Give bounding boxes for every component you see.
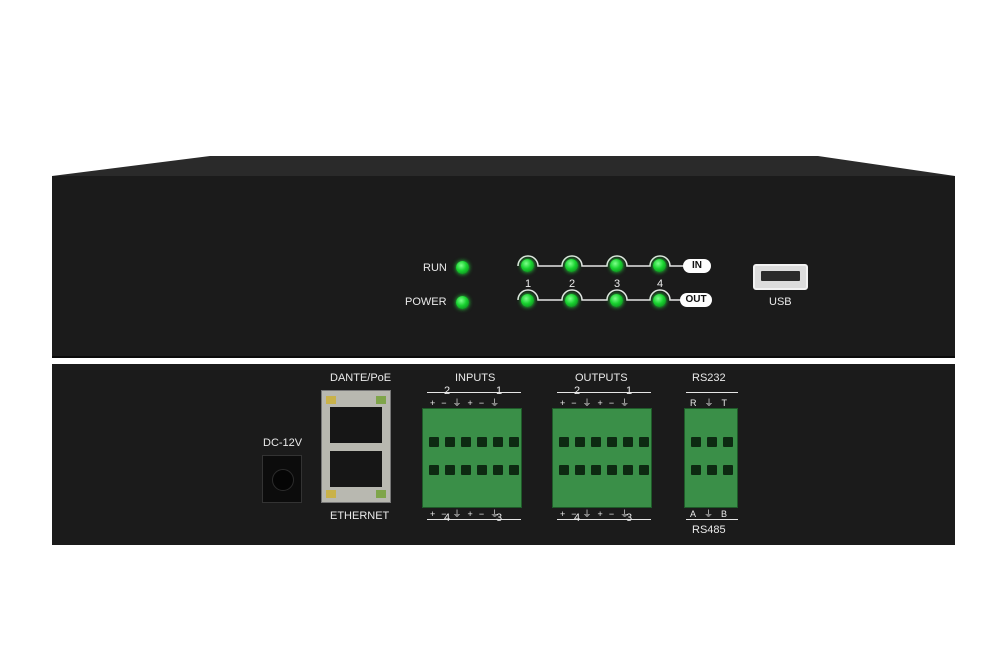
- run-label: RUN: [423, 262, 447, 274]
- rs232-bracket: [686, 392, 738, 393]
- outputs-top-bracket: [557, 392, 651, 393]
- inputs-bottom-signs: +−⏚+−⏚: [430, 509, 506, 519]
- inputs-label: INPUTS: [455, 372, 496, 384]
- in-badge: IN: [683, 259, 711, 273]
- dante-label: DANTE/PoE: [330, 372, 392, 384]
- usb-label: USB: [769, 296, 792, 308]
- dc-power-jack[interactable]: [262, 455, 302, 503]
- front-chassis-shape: [52, 156, 955, 358]
- input-led-1: [521, 259, 534, 272]
- inputs-bottom-bracket: [427, 519, 521, 520]
- outputs-bottom-channel-3: 3: [626, 512, 633, 524]
- dante-rj45-port[interactable]: [330, 407, 382, 443]
- outputs-label: OUTPUTS: [575, 372, 628, 384]
- outputs-bottom-bracket: [557, 519, 651, 520]
- channel-number-2: 2: [569, 278, 576, 290]
- out-badge: OUT: [680, 293, 712, 307]
- usb-port[interactable]: [753, 264, 808, 290]
- inputs-terminal-block[interactable]: [422, 408, 522, 508]
- channel-number-3: 3: [614, 278, 621, 290]
- power-led: [456, 296, 469, 309]
- output-led-3: [610, 294, 623, 307]
- rs485-label: RS485: [692, 524, 726, 536]
- run-led: [456, 261, 469, 274]
- input-led-3: [610, 259, 623, 272]
- ethernet-rj45-port[interactable]: [330, 451, 382, 487]
- outputs-terminal-block[interactable]: [552, 408, 652, 508]
- outputs-bottom-channel-4: 4: [574, 512, 581, 524]
- inputs-bottom-channel-4: 4: [444, 512, 451, 524]
- jack-led-icon: [376, 490, 386, 498]
- output-led-1: [521, 294, 534, 307]
- jack-led-icon: [326, 490, 336, 498]
- rs232-pins: R⏚T: [690, 398, 736, 408]
- jack-led-icon: [326, 396, 336, 404]
- inputs-top-signs: +−⏚+−⏚: [430, 398, 506, 408]
- inputs-bottom-channel-3: 3: [496, 512, 503, 524]
- outputs-bottom-signs: +−⏚+−⏚: [560, 509, 636, 519]
- dante-ethernet-jack-housing: [321, 390, 391, 503]
- rs485-bracket: [686, 519, 738, 520]
- outputs-top-signs: +−⏚+−⏚: [560, 398, 636, 408]
- rs232-label: RS232: [692, 372, 726, 384]
- outputs-top-channel-1: 1: [626, 385, 633, 397]
- outputs-top-channel-2: 2: [574, 385, 581, 397]
- ethernet-label: ETHERNET: [330, 510, 390, 522]
- serial-terminal-block[interactable]: [684, 408, 738, 508]
- input-led-2: [565, 259, 578, 272]
- inputs-top-bracket: [427, 392, 521, 393]
- channel-number-1: 1: [525, 278, 532, 290]
- inputs-top-channel-1: 1: [496, 385, 503, 397]
- output-led-2: [565, 294, 578, 307]
- front-panel: RUN POWER IN 1 2 3 4 OUT USB: [52, 156, 955, 358]
- power-label: POWER: [405, 296, 447, 308]
- jack-led-icon: [376, 396, 386, 404]
- inputs-top-channel-2: 2: [444, 385, 451, 397]
- rs485-pins: A⏚B: [690, 509, 736, 519]
- input-led-4: [653, 259, 666, 272]
- output-led-4: [653, 294, 666, 307]
- channel-number-4: 4: [657, 278, 664, 290]
- dc-label: DC-12V: [263, 437, 303, 449]
- channel-indicator-lines: [517, 255, 685, 301]
